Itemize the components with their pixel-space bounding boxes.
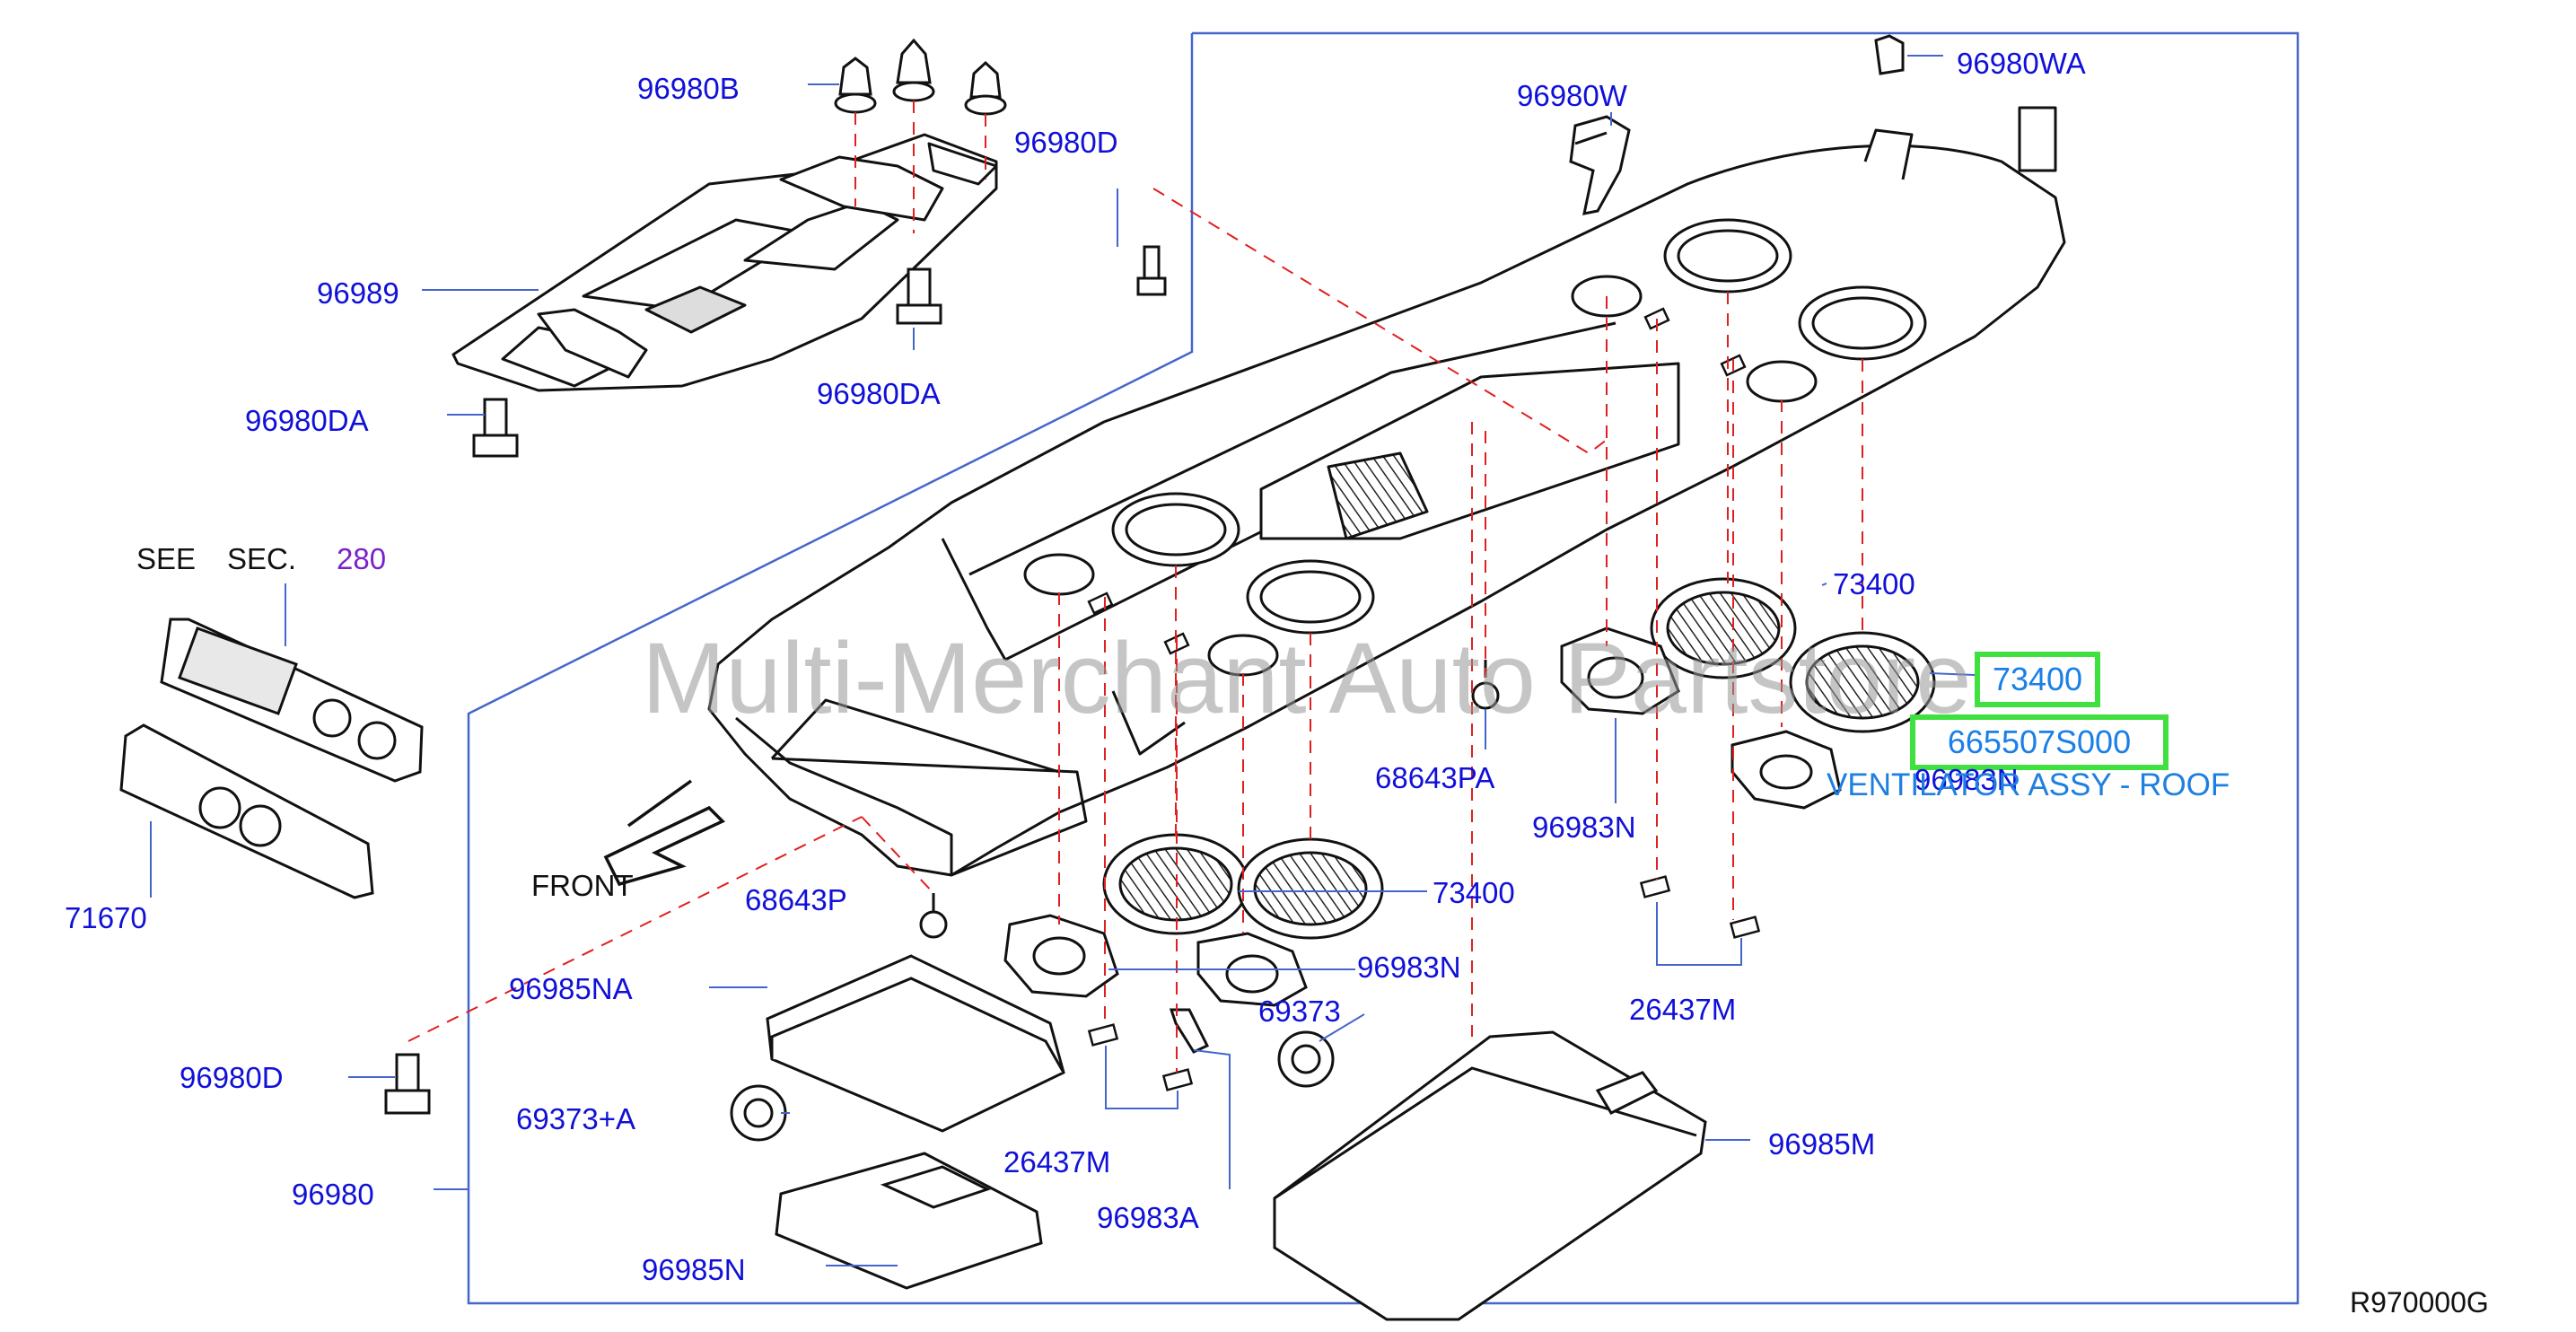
part-name-caption: VENTILATOR ASSY - ROOF: [1827, 767, 2230, 802]
pads-26437M: [1087, 875, 1761, 1091]
sec-label: SEC.: [227, 542, 297, 575]
label-26437M-left[interactable]: 26437M: [1003, 1145, 1111, 1179]
guide-lines: [407, 101, 1863, 1073]
room-lamp-96985M: [1273, 1030, 1707, 1321]
label-96980D-bottom[interactable]: 96980D: [180, 1061, 284, 1094]
label-26437M-right[interactable]: 26437M: [1629, 993, 1737, 1026]
label-96980WA[interactable]: 96980WA: [1957, 47, 2086, 80]
bulb-96983A: [1169, 1008, 1210, 1054]
frame-box: [467, 31, 2300, 1305]
label-73400-a[interactable]: 73400: [1833, 567, 1915, 600]
label-96985NA[interactable]: 96985NA: [509, 972, 633, 1005]
highlight-part-number[interactable]: 665507S000: [1947, 723, 2132, 760]
see-label: SEE: [136, 542, 197, 575]
leader-lines: [150, 55, 1976, 1266]
map-lamp-96985NA: [766, 954, 1065, 1133]
label-96983N-right[interactable]: 96983N: [1532, 811, 1636, 844]
label-96980[interactable]: 96980: [292, 1178, 374, 1211]
label-96980W[interactable]: 96980W: [1517, 79, 1627, 112]
highlight-73400-box[interactable]: 73400: [1975, 652, 2100, 707]
front-arrow: [603, 779, 726, 887]
clip-96980WA: [1874, 34, 1905, 75]
roof-console: [707, 106, 2066, 877]
watermark-text: Multi-Merchant Auto Partstore: [642, 622, 1972, 734]
see-section-link[interactable]: 280: [337, 542, 387, 575]
label-96983N-mid[interactable]: 96983N: [1357, 951, 1461, 984]
label-69373-A[interactable]: 69373+A: [516, 1102, 636, 1135]
label-96980DA-left[interactable]: 96980DA: [245, 404, 369, 437]
label-96989[interactable]: 96989: [317, 276, 399, 310]
label-96980D-top[interactable]: 96980D: [1014, 126, 1118, 159]
switch-panel-71670: [119, 618, 424, 899]
label-96983A[interactable]: 96983A: [1097, 1201, 1199, 1234]
lens-96985N: [775, 1152, 1043, 1290]
highlight-part-number-box[interactable]: 665507S000: [1910, 714, 2169, 770]
highlight-73400-label[interactable]: 73400: [1992, 661, 2083, 697]
label-96983N-hidden[interactable]: 96983N: [1914, 763, 2019, 796]
diagram-code: R970000G: [2350, 1286, 2489, 1319]
bracket-96989: [451, 133, 998, 392]
label-68643P[interactable]: 68643P: [745, 883, 847, 916]
label-71670[interactable]: 71670: [65, 901, 147, 934]
label-96980DA-right[interactable]: 96980DA: [817, 377, 941, 410]
label-96985N[interactable]: 96985N: [642, 1253, 746, 1286]
label-96985M[interactable]: 96985M: [1768, 1127, 1876, 1161]
clip-96980W: [1569, 115, 1631, 215]
label-69373[interactable]: 69373: [1258, 995, 1341, 1028]
pins-96980B: [834, 38, 1007, 116]
front-label: FRONT: [531, 869, 634, 902]
screws: [384, 245, 1500, 1115]
label-96980B[interactable]: 96980B: [637, 72, 740, 105]
label-73400-b[interactable]: 73400: [1433, 876, 1515, 909]
console-vent-openings: [1023, 218, 1927, 677]
label-68643PA[interactable]: 68643PA: [1375, 761, 1495, 794]
